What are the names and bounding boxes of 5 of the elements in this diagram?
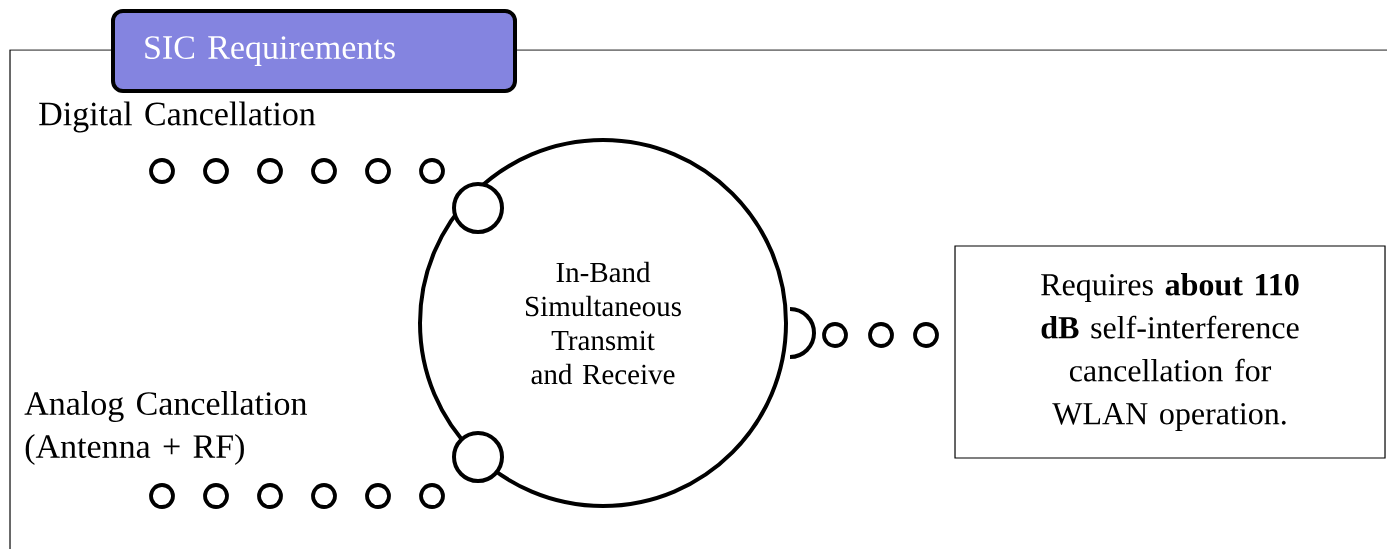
attachment-circle xyxy=(452,431,504,483)
section-label: Analog Cancellation (Antenna + RF) xyxy=(24,391,307,465)
title-tab: SIC Requirements xyxy=(111,9,517,93)
text-box: Requires about 110 dB self-interference cancellation for WLAN operation. xyxy=(954,245,1386,459)
section-label: Digital Cancellation xyxy=(39,101,316,133)
